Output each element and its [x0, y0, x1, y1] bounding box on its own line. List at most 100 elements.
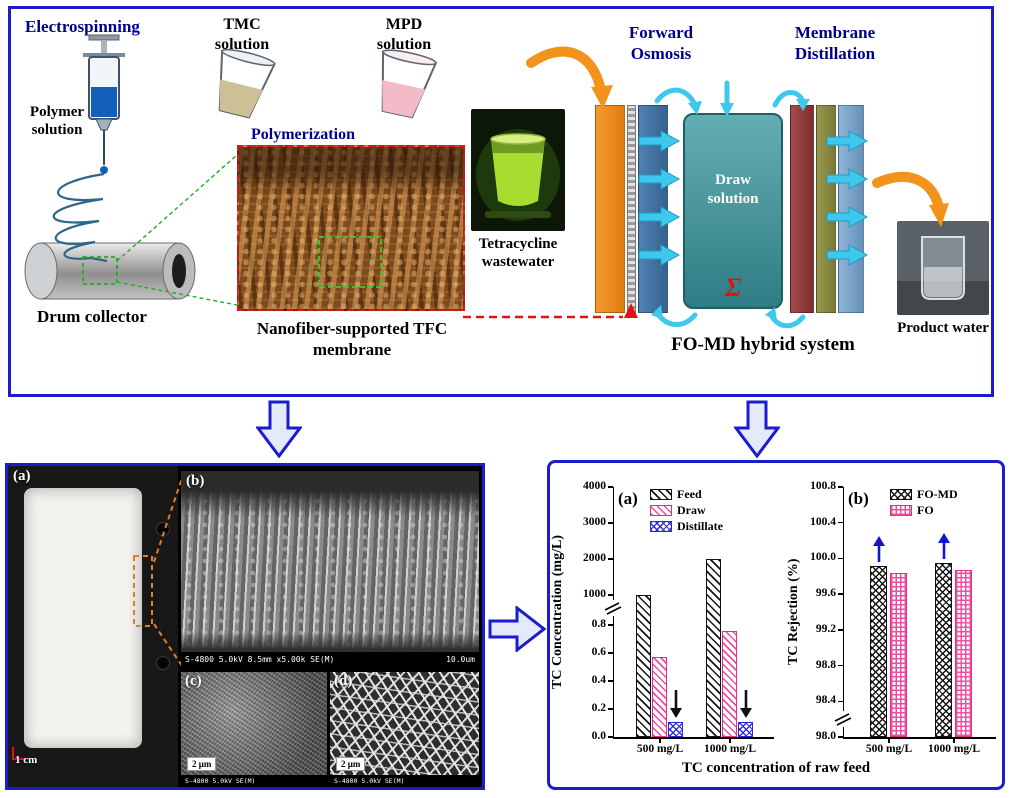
y-tick — [608, 680, 613, 682]
sem-caption: S-4800 5.0kV 8.5mm x5.00k SE(M) — [185, 655, 335, 664]
y-tick — [838, 593, 843, 595]
sem-caption: S-4800 5.0kV SE(M) — [334, 777, 405, 785]
y-tick — [838, 486, 843, 488]
drum-collector-label: Drum collector — [37, 307, 147, 326]
y-tick-label: 4000 — [583, 480, 606, 492]
mpd-beaker — [381, 49, 438, 119]
tfc-sem-inset — [237, 145, 465, 311]
legend-item: Distillate — [650, 519, 723, 534]
y-tick — [838, 557, 843, 560]
membrane-connector-red-dashed — [463, 303, 638, 319]
legend-item: FO — [890, 503, 958, 518]
panel-label-a: (a) — [13, 468, 31, 484]
fomd-marker-arrow — [937, 532, 950, 559]
product-out-orange-arrow — [872, 172, 949, 227]
product-water-photo — [897, 221, 989, 315]
bar-feed — [706, 558, 721, 737]
drum-collector-illustration — [24, 242, 196, 300]
legend-label: Draw — [677, 503, 706, 517]
product-beaker-image — [897, 221, 989, 315]
axis-break-mark — [834, 711, 852, 727]
tmc-beaker — [218, 48, 276, 119]
feed-in-orange-arrow — [526, 46, 613, 109]
legend-swatch — [650, 489, 672, 500]
product-water-label: Product water — [897, 320, 989, 336]
legend-swatch — [650, 505, 672, 516]
y-tick-label: 98.8 — [815, 658, 836, 671]
y-tick — [838, 736, 843, 738]
y-tick-label: 100.8 — [810, 480, 836, 492]
scale-mark — [12, 747, 26, 760]
y-tick-label: 0.6 — [591, 646, 606, 659]
y-axis — [842, 487, 844, 737]
membrane-distillation-label: Membrane Distillation — [794, 23, 876, 63]
x-tick-label: 1000 mg/L — [703, 743, 757, 755]
x-tick — [659, 738, 661, 743]
x-tick-label: 500 mg/L — [636, 743, 684, 755]
legend-item: Draw — [650, 503, 723, 518]
legend-swatch — [650, 521, 672, 532]
scale-chip-d: 2 μm — [336, 757, 366, 771]
membrane-sample — [24, 488, 142, 748]
drum-sample-zone — [82, 256, 118, 285]
panel-label-chart-a: (a) — [618, 489, 638, 508]
bar-draw — [652, 657, 667, 737]
nanofiber-membrane-label: Nanofiber-supported TFC membrane — [256, 319, 448, 359]
sem-image-d: (d) 2 μm S-4800 5.0kV SE(M) — [330, 672, 479, 787]
axis-break-mark — [604, 600, 622, 616]
x-tick — [888, 738, 890, 743]
distillate-marker-arrow — [739, 689, 752, 718]
polymer-jet-coil — [52, 172, 108, 263]
bar-fo-md — [935, 562, 952, 737]
y-tick-label: 99.6 — [815, 587, 836, 600]
fo-feed-channel — [595, 105, 625, 313]
sem-image-c: (c) 2 μm S-4800 5.0kV SE(M) — [181, 672, 327, 787]
electrospinning-label: Electrospinning — [25, 17, 140, 36]
y-tick-label: 0.0 — [591, 730, 606, 742]
y-axis-title-a: TC Concentration (mg/L) — [550, 535, 565, 689]
fomd-marker-arrow — [872, 535, 885, 562]
sem-image-b: (b) S-4800 5.0kV 8.5mm x5.00k SE(M) 10.0… — [181, 471, 479, 667]
membrane-characterization-panel: (a) 1 cm (b) S-4800 5.0kV 8.5mm x5.00k S… — [5, 463, 485, 790]
y-tick-label: 3000 — [583, 515, 606, 528]
legend-label: FO-MD — [917, 487, 958, 501]
y-tick-label: 99.2 — [815, 622, 836, 635]
bar-draw — [722, 630, 737, 737]
legend-swatch — [890, 489, 912, 500]
process-schematic-panel: Draw solution Σ — [8, 6, 994, 397]
bar-distillate — [668, 721, 683, 737]
legend-item: Feed — [650, 487, 723, 502]
sem-caption-bar: S-4800 5.0kV SE(M) — [330, 775, 479, 787]
y-tick — [608, 708, 613, 710]
y-tick — [608, 736, 613, 738]
bar-fo — [890, 572, 907, 737]
scale-chip-c: 2 μm — [187, 757, 217, 771]
x-axis — [612, 737, 774, 739]
down-arrow-connector-right — [734, 400, 780, 458]
bar-fo — [955, 570, 972, 737]
draw-solution-box: Draw solution Σ — [683, 113, 783, 309]
x-tick-label: 500 mg/L — [865, 743, 913, 755]
legend-label: Distillate — [677, 519, 723, 533]
right-arrow-connector — [488, 606, 546, 652]
zoom-connector-lines — [133, 477, 183, 667]
y-tick — [608, 486, 613, 488]
y-tick-label: 2000 — [583, 551, 606, 564]
panel-label-b: (b) — [186, 473, 205, 489]
legend-label: FO — [917, 503, 934, 517]
sem-caption-bar: S-4800 5.0kV SE(M) — [181, 775, 327, 787]
distillate-marker-arrow — [669, 689, 682, 718]
y-tick — [838, 700, 843, 703]
bar-feed — [636, 594, 651, 737]
circulation-arrows — [654, 80, 806, 329]
y-tick-label: 100.0 — [810, 551, 836, 564]
x-tick — [729, 738, 731, 743]
md-membrane-dark — [790, 105, 814, 313]
fo-flux-arrows — [638, 130, 681, 266]
x-tick — [953, 738, 955, 743]
x-tick-label: 1000 mg/L — [927, 743, 981, 755]
